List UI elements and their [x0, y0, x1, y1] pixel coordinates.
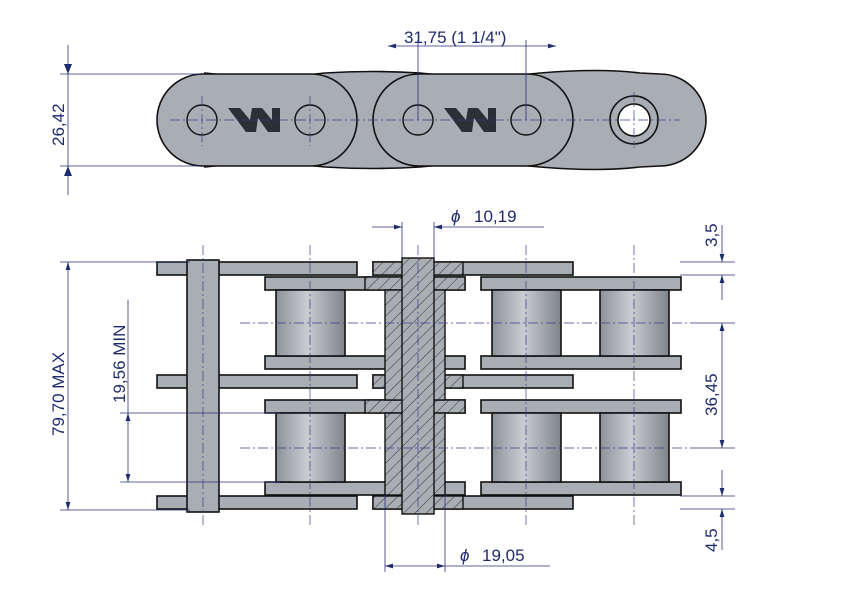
overall-width-label: 79,70 MAX — [49, 352, 68, 436]
roller — [275, 412, 346, 483]
roller-diameter-symbol: ϕ — [460, 546, 469, 565]
plate-thickness-bottom-label: 4,5 — [702, 528, 721, 552]
inner-width-label: 19,56 MIN — [110, 325, 129, 403]
logo-w — [228, 108, 280, 132]
top-view — [60, 40, 707, 195]
logo-w — [444, 108, 496, 132]
pin-diameter-label: 10,19 — [474, 207, 517, 226]
section-view — [60, 222, 735, 572]
transverse-pitch-label: 36,45 — [702, 373, 721, 416]
roller — [491, 412, 562, 483]
plate-thickness-top-label: 3,5 — [702, 223, 721, 247]
roller-diameter-label: 19,05 — [482, 546, 525, 565]
pitch-label: 31,75 (1 1/4") — [404, 28, 506, 47]
plate-height-label: 26,42 — [49, 103, 68, 146]
roller — [599, 412, 670, 483]
pin-diameter-symbol: ϕ — [451, 207, 460, 226]
